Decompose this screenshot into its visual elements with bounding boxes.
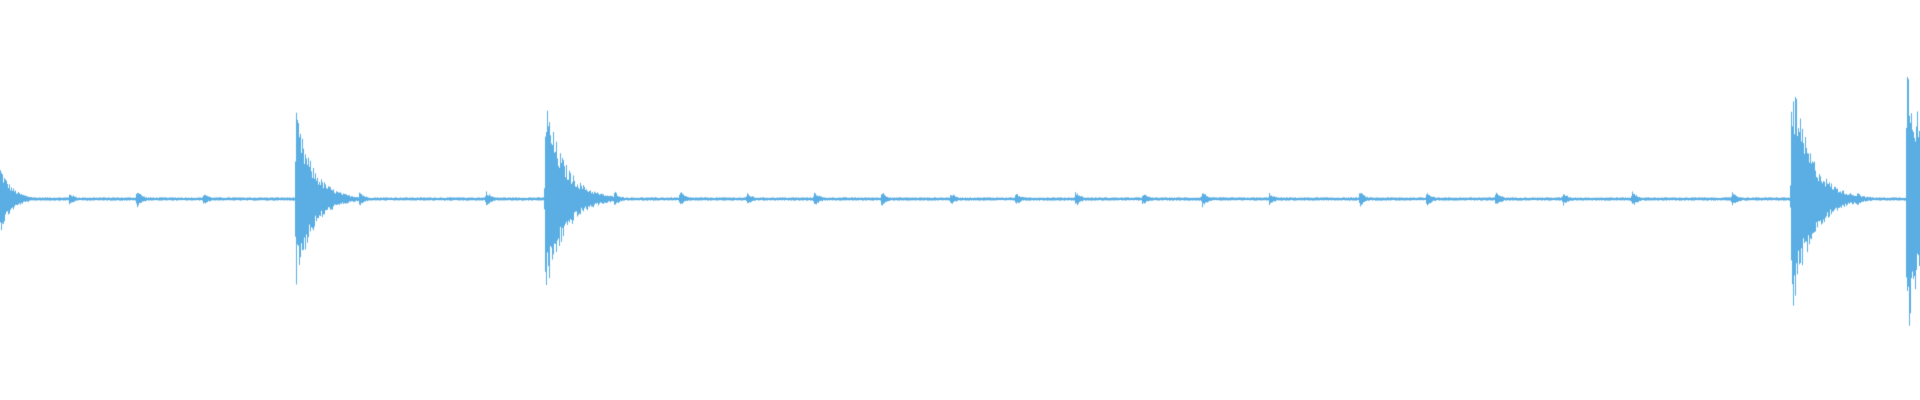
waveform-stage — [0, 0, 1920, 400]
audio-waveform[interactable] — [0, 0, 1920, 400]
